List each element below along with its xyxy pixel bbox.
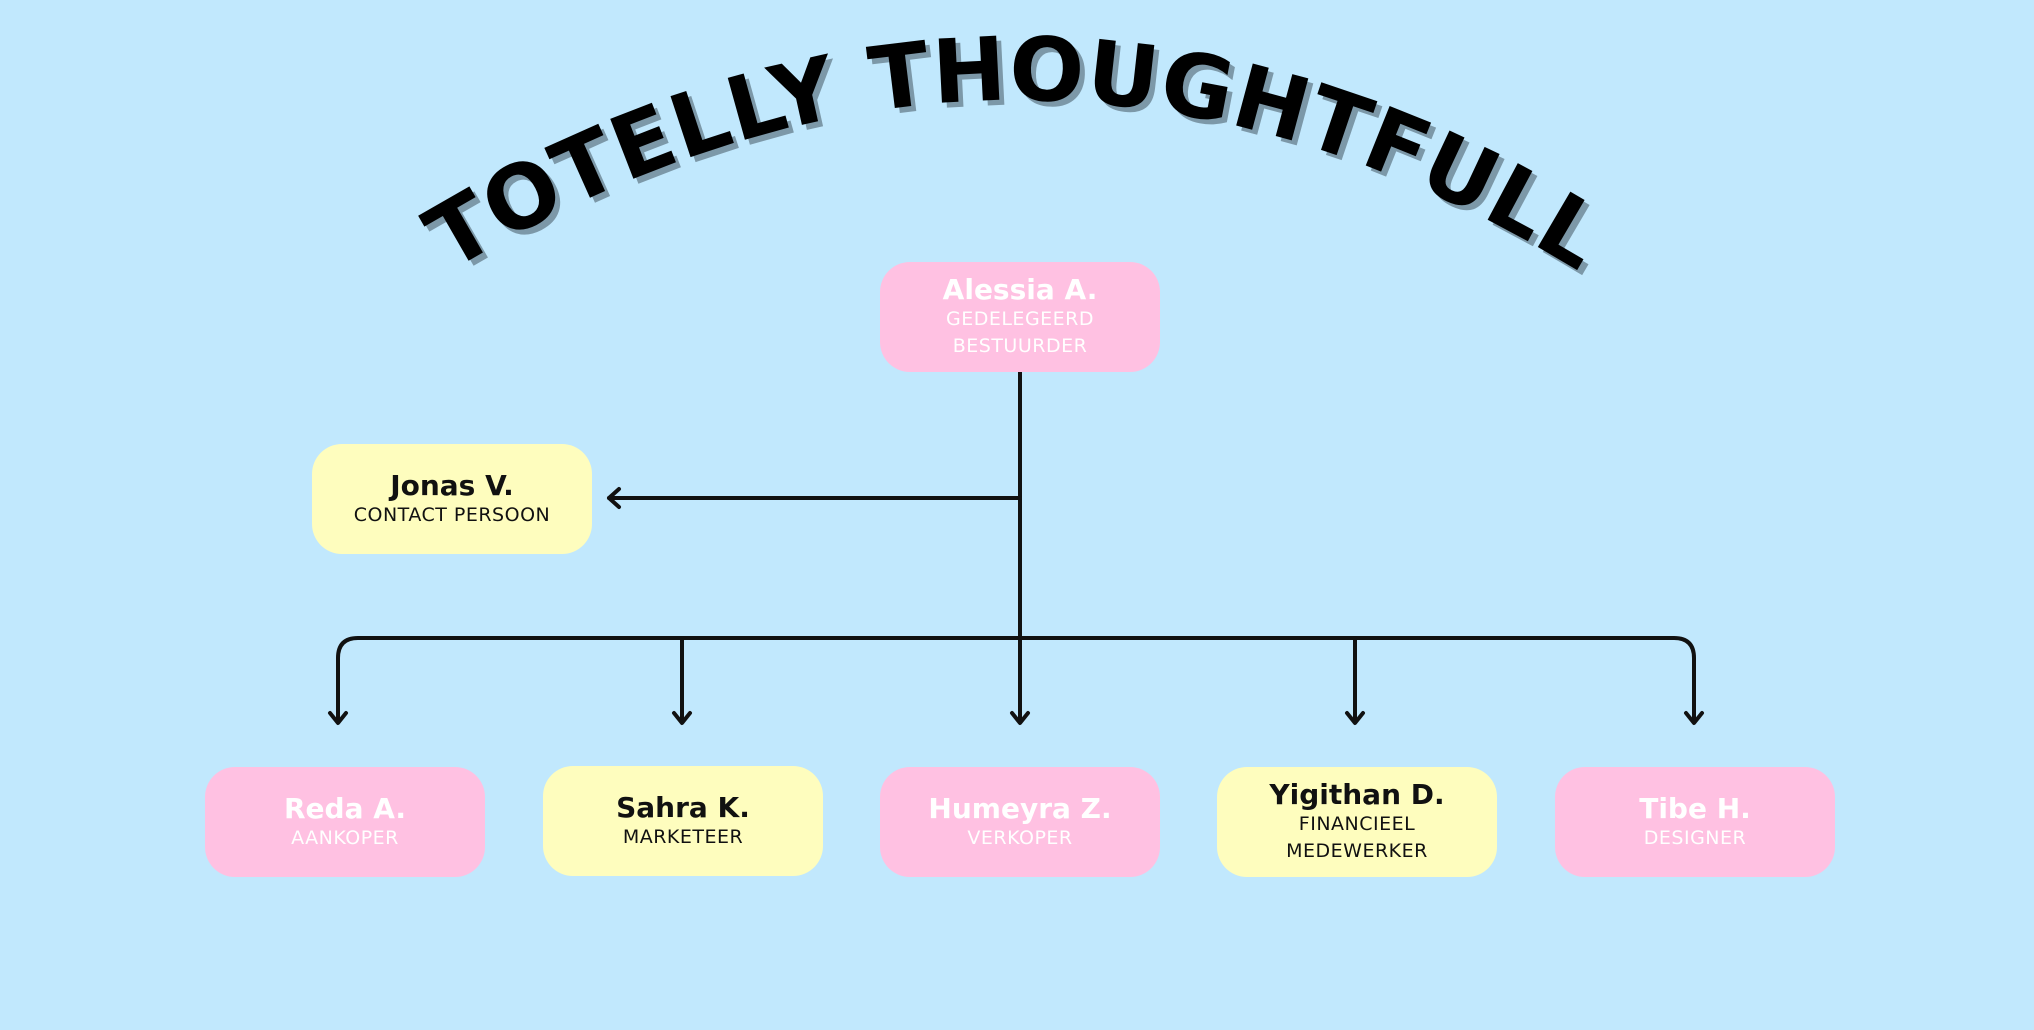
- node-name: Yigithan D.: [1269, 778, 1445, 811]
- arrowhead-reda: [328, 711, 348, 725]
- arrowhead-tibe: [1684, 711, 1704, 725]
- node-staff-tibe: Tibe H. DESIGNER: [1555, 767, 1835, 877]
- node-role: FINANCIEEL MEDEWERKER: [1286, 813, 1428, 862]
- node-name: Sahra K.: [616, 790, 750, 824]
- node-name: Tibe H.: [1639, 791, 1751, 825]
- node-contact: Jonas V. CONTACT PERSOON: [312, 444, 592, 554]
- horizontal-bus-line: [336, 636, 1696, 724]
- node-staff-sahra: Sahra K. MARKETEER: [543, 766, 823, 876]
- node-role: CONTACT PERSOON: [353, 503, 551, 526]
- arrowhead-yigithan: [1345, 711, 1365, 725]
- node-ceo: Alessia A. GEDELEGEERD BESTUURDER: [880, 262, 1160, 372]
- chart-title: TOTELLY THOUGHTFULL TOTELLY THOUGHTFULL: [409, 17, 1626, 295]
- node-role: MARKETEER: [622, 825, 744, 848]
- node-name: Reda A.: [283, 791, 407, 825]
- node-name: Alessia A.: [942, 273, 1098, 306]
- node-staff-humeyra: Humeyra Z. VERKOPER: [880, 767, 1160, 877]
- arrowhead-humeyra: [1010, 711, 1030, 725]
- node-role: GEDELEGEERD BESTUURDER: [945, 308, 1095, 357]
- node-role: VERKOPER: [967, 826, 1073, 849]
- node-role: DESIGNER: [1643, 826, 1747, 849]
- node-staff-reda: Reda A. AANKOPER: [205, 767, 485, 877]
- node-name: Jonas V.: [390, 468, 514, 502]
- node-name: Humeyra Z.: [928, 791, 1112, 825]
- contact-arrowhead: [607, 487, 621, 509]
- arrowhead-sahra: [672, 711, 692, 725]
- node-role: AANKOPER: [291, 826, 399, 849]
- node-staff-yigithan: Yigithan D. FINANCIEEL MEDEWERKER: [1217, 767, 1497, 877]
